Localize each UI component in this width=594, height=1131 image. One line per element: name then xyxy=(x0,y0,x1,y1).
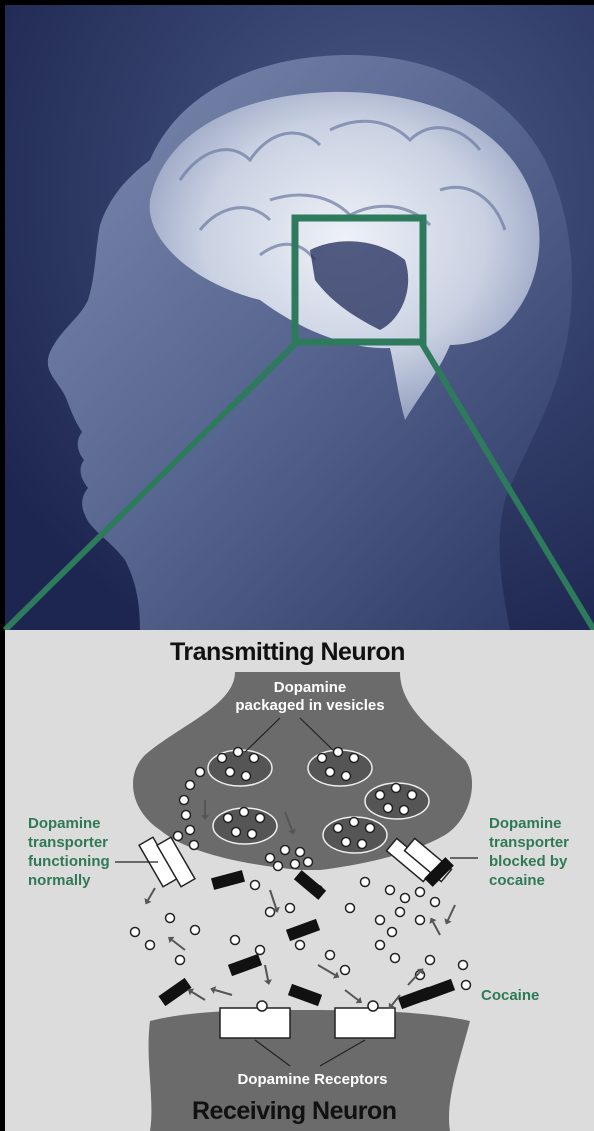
dopamine-molecule xyxy=(240,808,249,817)
transmitting-neuron-label: Transmitting Neuron xyxy=(170,638,405,667)
dopamine-molecule xyxy=(462,981,471,990)
dopamine-molecule xyxy=(256,814,265,823)
vesicle-label-line2: packaged in vesicles xyxy=(200,697,420,714)
dopamine-molecule xyxy=(304,858,313,867)
transporter-blocked-line: cocaine xyxy=(489,871,569,890)
head-photo xyxy=(5,5,594,630)
dopamine-molecule xyxy=(190,841,199,850)
dopamine-molecule xyxy=(274,862,283,871)
dopamine-molecule xyxy=(326,951,335,960)
dopamine-molecule xyxy=(408,791,417,800)
receptor xyxy=(335,1008,395,1038)
dopamine-molecule xyxy=(242,772,251,781)
dopamine-molecule xyxy=(251,881,260,890)
vesicle-label-line1: Dopamine xyxy=(215,679,405,696)
dopamine-molecule xyxy=(459,961,468,970)
dopamine-molecule xyxy=(400,806,409,815)
dopamine-molecule xyxy=(426,956,435,965)
dopamine-molecule xyxy=(376,791,385,800)
dopamine-molecule xyxy=(396,908,405,917)
dopamine-molecule xyxy=(342,772,351,781)
transporter-normal-label: Dopamine transporter functioning normall… xyxy=(28,814,110,890)
dopamine-molecule xyxy=(334,824,343,833)
dopamine-molecule xyxy=(218,754,227,763)
dopamine-molecule xyxy=(226,768,235,777)
dopamine-molecule xyxy=(384,804,393,813)
dopamine-molecule xyxy=(281,846,290,855)
dopamine-molecule xyxy=(376,916,385,925)
dopamine-molecule xyxy=(180,796,189,805)
dopamine-molecule xyxy=(234,748,243,757)
dopamine-molecule xyxy=(350,754,359,763)
dopamine-molecule xyxy=(182,811,191,820)
transporter-normal-line: normally xyxy=(28,871,110,890)
dopamine-molecule xyxy=(176,956,185,965)
dopamine-molecule xyxy=(416,888,425,897)
dopamine-molecule xyxy=(174,832,183,841)
dopamine-molecule xyxy=(358,840,367,849)
receiving-neuron-label: Receiving Neuron xyxy=(192,1097,397,1126)
dopamine-molecule xyxy=(166,914,175,923)
dopamine-molecule xyxy=(186,781,195,790)
dopamine-molecule xyxy=(224,814,233,823)
dopamine-molecule xyxy=(388,928,397,937)
dopamine-molecule xyxy=(291,860,300,869)
dopamine-molecule xyxy=(286,904,295,913)
dopamine-molecule xyxy=(326,768,335,777)
cocaine-label: Cocaine xyxy=(481,986,539,1005)
transporter-blocked-line: transporter xyxy=(489,833,569,852)
dopamine-molecule xyxy=(342,838,351,847)
dopamine-molecule xyxy=(386,886,395,895)
dopamine-molecule xyxy=(334,748,343,757)
dopamine-molecule xyxy=(256,946,265,955)
dopamine-molecule xyxy=(186,826,195,835)
receptors-label: Dopamine Receptors xyxy=(205,1071,420,1088)
dopamine-molecule xyxy=(191,926,200,935)
dopamine-molecule xyxy=(250,754,259,763)
dopamine-molecule xyxy=(350,818,359,827)
dopamine-molecule xyxy=(296,848,305,857)
dopamine-molecule xyxy=(196,768,205,777)
dopamine-molecule xyxy=(146,941,155,950)
dopamine-molecule xyxy=(266,908,275,917)
transporter-normal-line: transporter xyxy=(28,833,110,852)
dopamine-molecule xyxy=(346,904,355,913)
dopamine-molecule xyxy=(232,828,241,837)
dopamine-molecule xyxy=(248,830,257,839)
transporter-blocked-line: Dopamine xyxy=(489,814,569,833)
dopamine-molecule xyxy=(361,878,370,887)
dopamine-molecule xyxy=(341,966,350,975)
transporter-normal-line: functioning xyxy=(28,852,110,871)
transporter-blocked-label: Dopamine transporter blocked by cocaine xyxy=(489,814,569,890)
dopamine-molecule xyxy=(391,954,400,963)
dopamine-molecule xyxy=(231,936,240,945)
dopamine-molecule xyxy=(416,916,425,925)
dopamine-molecule xyxy=(401,894,410,903)
dopamine-molecule xyxy=(266,854,275,863)
dopamine-molecule xyxy=(366,824,375,833)
transporter-normal-line: Dopamine xyxy=(28,814,110,833)
dopamine-molecule xyxy=(376,941,385,950)
dopamine-molecule xyxy=(318,754,327,763)
transporter-blocked-line: blocked by xyxy=(489,852,569,871)
dopamine-molecule xyxy=(131,928,140,937)
dopamine-molecule xyxy=(296,941,305,950)
dopamine-molecule xyxy=(431,898,440,907)
receptor xyxy=(220,1008,290,1038)
dopamine-molecule xyxy=(392,784,401,793)
